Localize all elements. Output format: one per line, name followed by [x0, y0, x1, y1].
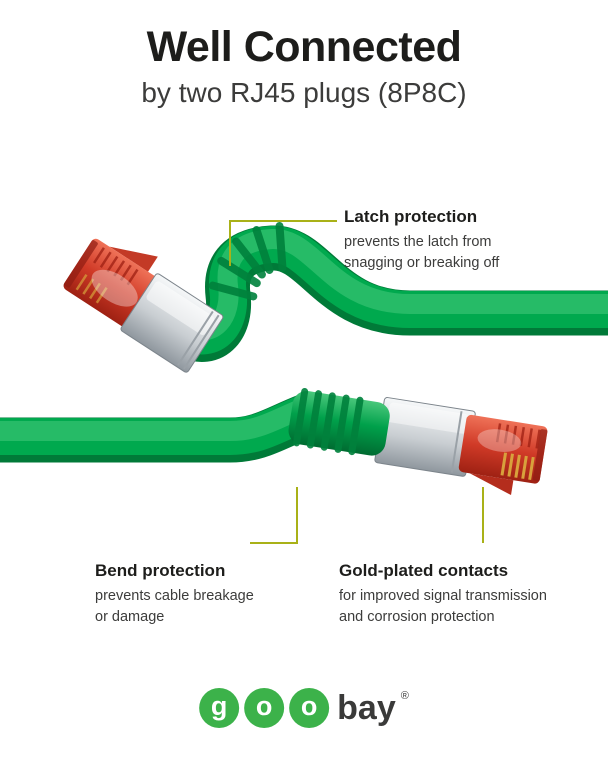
logo-circle-g: g	[199, 688, 240, 728]
callout-bend-line2: or damage	[95, 608, 165, 625]
top-shield-crimp2	[183, 314, 220, 370]
top-rj45-connector	[63, 238, 224, 373]
top-contact-slots	[93, 247, 139, 286]
latch-leader-line	[229, 220, 337, 266]
bottom-gold-contacts	[500, 452, 535, 481]
top-latch	[109, 246, 158, 272]
top-gold-contacts	[75, 273, 108, 304]
bottom-plug-reflection	[477, 429, 522, 452]
callout-bend-line1: prevents cable breakage	[95, 588, 254, 605]
bottom-contact-slots	[495, 423, 541, 449]
goobay-logo: g o o bay ®	[199, 688, 409, 728]
top-boot-ribs	[208, 222, 287, 301]
callout-latch: Latch protection prevents the latch from…	[344, 206, 554, 273]
registered-trademark-symbol: ®	[400, 690, 409, 702]
top-shield-highlight	[146, 281, 215, 335]
logo-wordmark-bay: bay	[337, 689, 396, 727]
page-subtitle: by two RJ45 plugs (8P8C)	[141, 77, 467, 109]
bottom-shield-highlight	[387, 402, 469, 434]
logo-circle-o1: o	[244, 688, 285, 728]
callout-bend-title: Bend protection	[95, 561, 226, 580]
header: Well Connected by two RJ45 plugs (8P8C)	[0, 24, 608, 109]
callout-latch-line1: prevents the latch from	[344, 234, 492, 251]
callout-gold-line2: and corrosion protection	[339, 608, 495, 625]
callout-bend: Bend protection prevents cable breakage …	[95, 560, 305, 627]
callout-latch-title: Latch protection	[344, 207, 478, 226]
bend-leader-line	[250, 487, 298, 544]
callout-latch-body: prevents the latch from snagging or brea…	[344, 232, 554, 273]
bottom-boot-ribs	[293, 387, 364, 456]
callout-gold-title: Gold-plated contacts	[339, 561, 509, 580]
top-plug-reflection	[91, 269, 138, 307]
callout-gold-body: for improved signal transmission and cor…	[339, 586, 579, 627]
callout-bend-body: prevents cable breakage or damage	[95, 586, 305, 627]
logo-circle-o2: o	[289, 688, 330, 728]
bottom-plug-tip	[532, 429, 548, 482]
page-title: Well Connected	[146, 23, 462, 71]
top-plug-tip	[64, 240, 98, 288]
bottom-shield-crimp	[450, 411, 463, 473]
callout-gold: Gold-plated contacts for improved signal…	[339, 560, 579, 627]
bottom-cable	[0, 393, 329, 463]
callout-latch-line2: snagging or breaking off	[344, 254, 500, 271]
bottom-rj45-connector	[288, 387, 548, 496]
top-shield-crimp	[177, 310, 214, 366]
bottom-latch	[469, 473, 514, 496]
callout-gold-line1: for improved signal transmission	[339, 588, 547, 605]
